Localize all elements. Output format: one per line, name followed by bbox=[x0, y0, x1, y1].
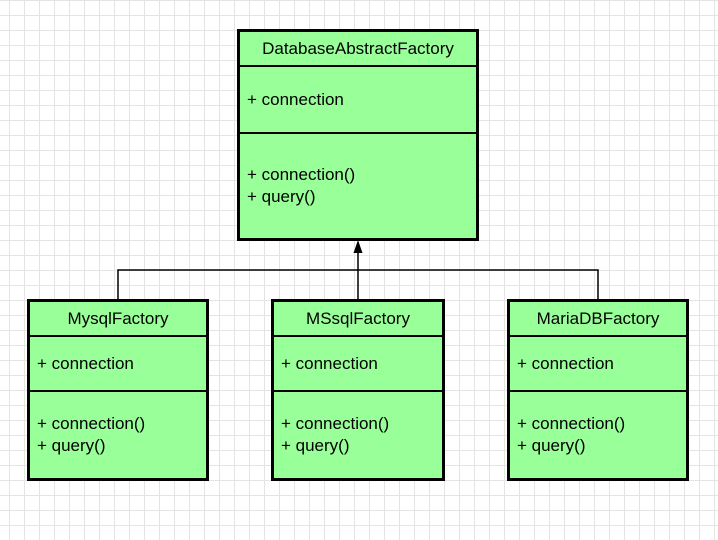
operations-compartment: + connection() + query() bbox=[30, 392, 206, 478]
class-mssql-factory[interactable]: MSsqlFactory + connection + connection()… bbox=[271, 299, 445, 481]
operations-compartment: + connection() + query() bbox=[274, 392, 442, 478]
class-name: DatabaseAbstractFactory bbox=[240, 32, 476, 67]
attribute: + connection bbox=[281, 353, 378, 373]
operation: + query() bbox=[517, 436, 586, 455]
attributes-compartment: + connection bbox=[510, 337, 686, 392]
attributes-compartment: + connection bbox=[30, 337, 206, 392]
class-name-text: MariaDBFactory bbox=[536, 308, 660, 328]
operation: + connection() bbox=[37, 414, 146, 433]
class-name-text: MysqlFactory bbox=[67, 308, 169, 328]
attributes-compartment: + connection bbox=[274, 337, 442, 392]
operation: + query() bbox=[281, 436, 350, 455]
operation: + query() bbox=[247, 187, 316, 206]
class-name: MysqlFactory bbox=[30, 302, 206, 337]
class-mysql-factory[interactable]: MysqlFactory + connection + connection()… bbox=[27, 299, 209, 481]
connector-mariadb bbox=[358, 269, 599, 300]
class-name: MSsqlFactory bbox=[274, 302, 442, 337]
class-database-abstract-factory[interactable]: DatabaseAbstractFactory + connection + c… bbox=[237, 29, 479, 241]
attribute: + connection bbox=[247, 89, 344, 109]
operation: + connection() bbox=[281, 414, 390, 433]
generalization-arrowhead bbox=[353, 240, 363, 253]
operation: + connection() bbox=[517, 414, 626, 433]
operation: + query() bbox=[37, 436, 106, 455]
attributes-compartment: + connection bbox=[240, 67, 476, 134]
operations-compartment: + connection() + query() bbox=[510, 392, 686, 478]
class-mariadb-factory[interactable]: MariaDBFactory + connection + connection… bbox=[507, 299, 689, 481]
class-name: MariaDBFactory bbox=[510, 302, 686, 337]
attribute: + connection bbox=[37, 353, 134, 373]
operation: + connection() bbox=[247, 165, 356, 184]
connector-mysql bbox=[117, 269, 358, 300]
class-name-text: DatabaseAbstractFactory bbox=[262, 38, 454, 58]
attribute: + connection bbox=[517, 353, 614, 373]
class-name-text: MSsqlFactory bbox=[306, 308, 410, 328]
operations-compartment: + connection() + query() bbox=[240, 134, 476, 238]
